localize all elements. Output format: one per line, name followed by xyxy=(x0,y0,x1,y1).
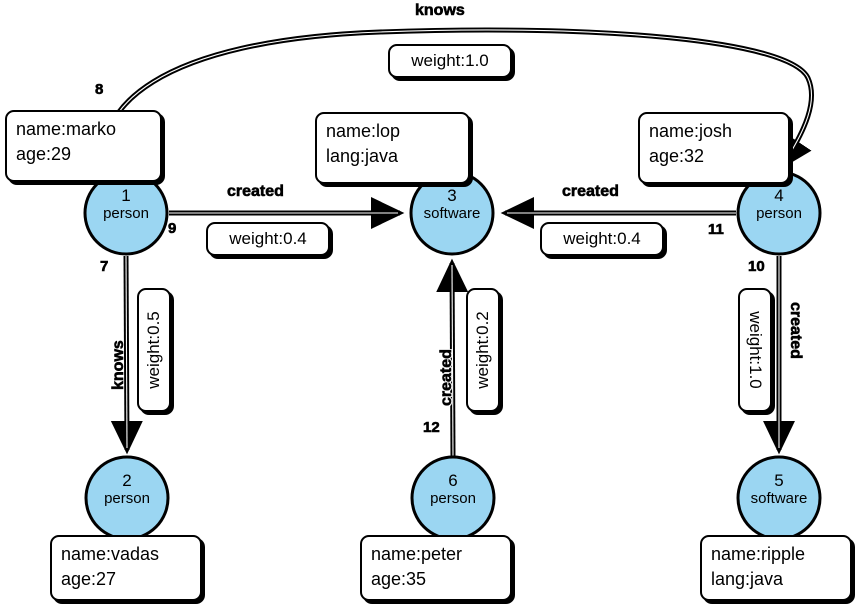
edge-8-weight-box[interactable]: weight:1.0 xyxy=(388,44,512,78)
node-6-prop-line-1: name:peter xyxy=(371,544,463,564)
node-4-circle[interactable] xyxy=(736,170,822,256)
node-2-property-box[interactable]: name:vadas age:27 xyxy=(50,535,202,601)
node-5-property-box[interactable]: name:ripple lang:java xyxy=(700,535,852,601)
edge-9-weight-box[interactable]: weight:0.4 xyxy=(206,222,330,256)
edge-11-label: created xyxy=(562,183,620,201)
node-5-prop-line-1: name:ripple xyxy=(711,544,806,564)
node-2-prop-line-1: name:vadas xyxy=(61,544,160,564)
edge-7-label: knows xyxy=(110,340,128,390)
node-1-circle[interactable] xyxy=(83,170,169,256)
edge-8-id: 8 xyxy=(95,81,104,99)
node-1-property-box[interactable]: name:marko age:29 xyxy=(5,110,162,182)
edge-9-weight-text: weight:0.4 xyxy=(229,229,307,248)
edge-10-label: created xyxy=(787,302,805,360)
node-6-prop-line-2: age:35 xyxy=(371,569,427,589)
node-5-prop-line-2: lang:java xyxy=(711,569,784,589)
node-2-circle[interactable] xyxy=(84,455,170,541)
node-1-prop-line-2: age:29 xyxy=(16,144,72,164)
edge-8-highlight xyxy=(103,29,812,179)
edge-7-highlight xyxy=(125,255,128,449)
node-2-prop-line-2: age:27 xyxy=(61,569,117,589)
node-circles xyxy=(83,170,822,541)
edge-10-weight-text: weight:1.0 xyxy=(746,311,765,389)
edge-12-weight-text: weight:0.2 xyxy=(473,311,492,389)
edge-11-id: 11 xyxy=(708,221,724,239)
edge-7-id: 7 xyxy=(100,258,109,276)
node-5-circle[interactable] xyxy=(736,455,822,541)
edge-7-weight-box[interactable]: weight:0.5 xyxy=(137,288,171,412)
node-3-prop-line-1: name:lop xyxy=(326,121,401,141)
node-4-property-box[interactable]: name:josh age:32 xyxy=(638,112,790,184)
edge-12-id: 12 xyxy=(423,419,440,437)
edge-12-weight-box[interactable]: weight:0.2 xyxy=(466,288,500,412)
edge-11-weight-text: weight:0.4 xyxy=(563,229,641,248)
node-3-prop-line-2: lang:java xyxy=(326,146,399,166)
edge-9-label: created xyxy=(227,183,285,201)
edge-11-weight-box[interactable]: weight:0.4 xyxy=(540,222,664,256)
node-3-property-box[interactable]: name:lop lang:java xyxy=(315,112,470,184)
node-3-circle[interactable] xyxy=(409,170,495,256)
node-4-prop-line-2: age:32 xyxy=(649,146,705,166)
edge-10-weight-box[interactable]: weight:1.0 xyxy=(738,288,772,412)
node-1-prop-line-1: name:marko xyxy=(16,119,117,139)
edge-10-id: 10 xyxy=(748,258,765,276)
edge-8-weight-text: weight:1.0 xyxy=(411,51,489,70)
edge-7-weight-text: weight:0.5 xyxy=(144,311,163,389)
node-6-circle[interactable] xyxy=(410,455,496,541)
edge-9-id: 9 xyxy=(168,220,177,238)
edge-12-highlight xyxy=(451,264,454,457)
edge-12-label: created xyxy=(438,349,456,407)
node-4-prop-line-1: name:josh xyxy=(649,121,733,141)
node-6-property-box[interactable]: name:peter age:35 xyxy=(360,535,512,601)
edge-8-label: knows xyxy=(415,2,465,20)
